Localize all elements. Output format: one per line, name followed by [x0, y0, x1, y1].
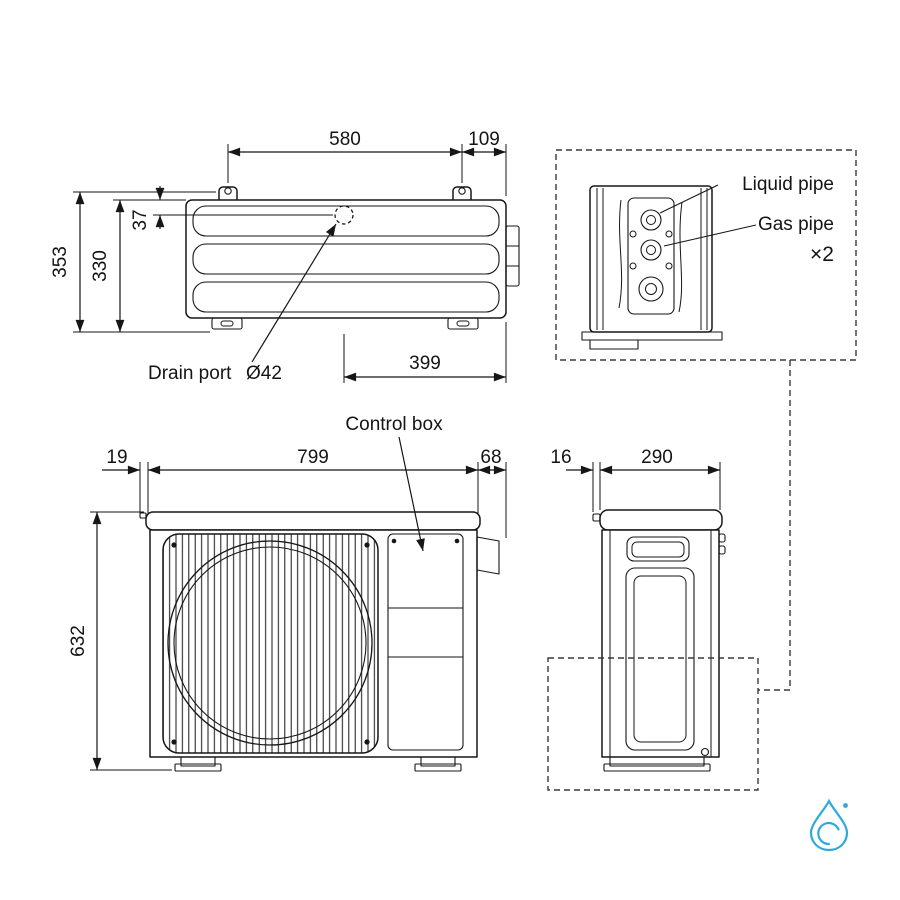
dim-799: 799 — [297, 447, 329, 468]
dim-68: 68 — [480, 447, 501, 468]
detail-dashed-box — [555, 149, 857, 361]
liquid-pipe-leader — [659, 184, 719, 214]
front-view-dimensions: Control box 19 799 68 632 — [68, 414, 507, 771]
top-view-unit-outline — [185, 186, 520, 330]
pipe-detail-view: Liquid pipe Gas pipe ×2 — [555, 149, 857, 361]
water-drop-logo — [809, 798, 849, 852]
foot-side — [603, 756, 711, 772]
bracket-left — [218, 186, 238, 201]
lower-dashed-box — [547, 657, 759, 791]
dim-290: 290 — [641, 447, 673, 468]
liquid-valve — [640, 209, 662, 231]
drain-diameter-label: Ø42 — [246, 363, 282, 384]
grille-lip-side — [592, 513, 601, 522]
side-view: 16 290 — [547, 360, 791, 791]
fan-grille — [162, 533, 379, 754]
foot-left-top — [211, 317, 243, 330]
front-view: Control box 19 799 68 632 — [68, 414, 507, 772]
fan-ring-inner — [173, 546, 367, 740]
gas-pipe-leader — [663, 224, 757, 247]
dim-632: 632 — [68, 625, 89, 657]
valve-plate — [627, 197, 675, 315]
handle-side — [626, 536, 690, 562]
service-panel-side — [625, 567, 695, 751]
drain-port-label: Drain port — [148, 363, 232, 384]
pipe-cover-top — [505, 225, 520, 287]
drain-port-circle — [334, 205, 354, 225]
control-box-label: Control box — [345, 414, 443, 435]
dim-109: 109 — [468, 129, 500, 150]
unit-body-side — [601, 529, 720, 758]
top-cap-side — [599, 509, 723, 531]
dim-16: 16 — [550, 447, 571, 468]
fan-ring-outer — [167, 540, 373, 746]
quantity-label: ×2 — [810, 243, 834, 266]
pipe-cover-front — [476, 536, 500, 575]
unit-body-top — [185, 199, 507, 319]
gas-pipe-label: Gas pipe — [758, 214, 834, 235]
foot-left-front — [174, 756, 222, 772]
top-cap-front — [145, 511, 481, 531]
front-view-unit — [139, 511, 500, 772]
dim-37: 37 — [130, 209, 151, 230]
side-view-dimensions: 16 290 — [550, 447, 721, 512]
service-valve — [638, 276, 664, 302]
top-view-dimensions: 580 109 353 330 37 399 D — [50, 129, 507, 384]
side-view-unit — [592, 509, 726, 772]
dim-330: 330 — [90, 250, 111, 282]
pipe-detail-drawing — [581, 185, 723, 350]
foot-right-front — [414, 756, 462, 772]
drain-port-leader — [251, 223, 337, 363]
control-box-panel — [387, 533, 464, 751]
dim-353: 353 — [50, 246, 71, 278]
logo-dot — [843, 803, 848, 808]
gas-valve — [640, 239, 662, 261]
dim-19: 19 — [106, 447, 127, 468]
top-view: 580 109 353 330 37 399 D — [50, 129, 520, 384]
dim-580: 580 — [329, 129, 361, 150]
bracket-right — [452, 186, 472, 201]
control-box-leader — [398, 436, 425, 552]
foot-right-top — [447, 317, 479, 330]
liquid-pipe-label: Liquid pipe — [742, 174, 834, 195]
dim-399: 399 — [409, 353, 441, 374]
